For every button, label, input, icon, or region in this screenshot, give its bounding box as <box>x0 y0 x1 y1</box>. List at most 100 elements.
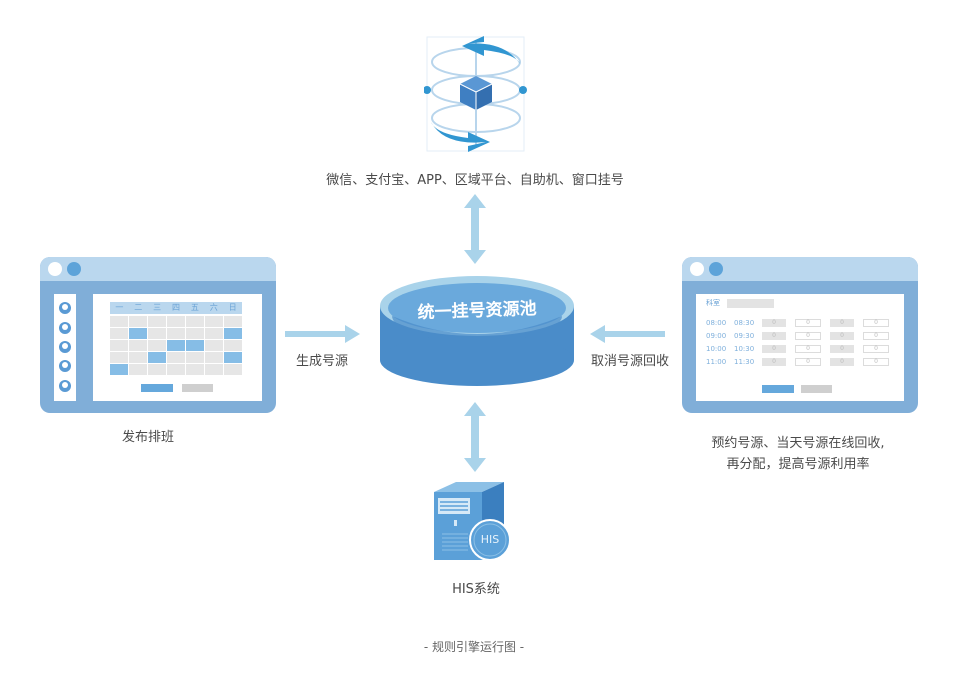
weekday: 二 <box>134 303 143 312</box>
slot-count-field: 0 <box>863 332 889 340</box>
top-node-label: 微信、支付宝、APP、区域平台、自助机、窗口挂号 <box>326 173 624 188</box>
slot-count-field: 0 <box>830 345 854 353</box>
weekday: 三 <box>153 303 162 312</box>
schedule-cell <box>148 340 166 351</box>
schedule-cell <box>205 340 223 351</box>
schedule-cell <box>110 316 128 327</box>
schedule-cell <box>129 340 147 351</box>
slot-count-field: 0 <box>795 358 821 366</box>
slot-end-time: 09:30 <box>734 332 755 340</box>
rotating-cube-icon <box>423 34 528 154</box>
schedule-cell <box>186 364 204 375</box>
slot-start-time: 09:00 <box>706 332 727 340</box>
bottom-node-label: HIS系统 <box>452 582 500 597</box>
slot-end-time: 08:30 <box>734 319 755 327</box>
schedule-cell-active <box>129 328 147 339</box>
slot-count-field: 0 <box>830 319 854 327</box>
his-badge: HIS <box>480 533 500 546</box>
schedule-cell <box>167 352 185 363</box>
slot-count-field: 0 <box>795 332 821 340</box>
schedule-cell-active <box>148 352 166 363</box>
weekday-header: 一 二 三 四 五 六 日 <box>110 302 242 314</box>
schedule-cell <box>205 352 223 363</box>
schedule-cell <box>224 340 242 351</box>
left-node-label: 发布排班 <box>121 430 175 445</box>
confirm-button-shape <box>141 384 173 392</box>
doctor-list <box>54 294 76 401</box>
confirm-button-shape <box>762 385 794 393</box>
schedule-cell <box>110 328 128 339</box>
schedule-window-icon: 一 二 三 四 五 六 日 <box>40 257 276 413</box>
schedule-cell <box>129 352 147 363</box>
double-arrow-top <box>464 194 486 264</box>
schedule-cell <box>148 364 166 375</box>
schedule-cell <box>186 352 204 363</box>
slot-count-field: 0 <box>795 319 821 327</box>
schedule-cell <box>205 328 223 339</box>
weekday: 四 <box>172 303 180 312</box>
person-icon <box>59 341 71 353</box>
schedule-cell <box>205 316 223 327</box>
schedule-cell-active <box>110 364 128 375</box>
server-icon: HIS <box>428 480 518 565</box>
schedule-cell <box>205 364 223 375</box>
edge-label-recycle: 取消号源回收 <box>590 354 670 369</box>
edge-label-generate: 生成号源 <box>295 354 349 369</box>
center-node-label: 统一挂号资源池 <box>417 298 537 324</box>
cancel-button-shape <box>801 385 832 393</box>
person-icon <box>59 322 71 334</box>
person-icon <box>59 302 71 314</box>
arrow-right-to-center <box>590 325 665 343</box>
right-node-label-line1: 预约号源、当天号源在线回收, <box>711 436 885 451</box>
schedule-grid <box>110 316 242 375</box>
schedule-cell <box>148 316 166 327</box>
dept-label: 科室 <box>706 299 720 307</box>
schedule-cell-active <box>224 352 242 363</box>
schedule-cell <box>129 316 147 327</box>
slot-count-field: 0 <box>762 319 786 327</box>
schedule-cell <box>167 316 185 327</box>
slot-row: 11:00 11:30 0 0 0 0 <box>706 357 898 367</box>
schedule-cell <box>186 316 204 327</box>
schedule-cell-active <box>224 328 242 339</box>
double-arrow-bottom <box>464 402 486 472</box>
weekday: 六 <box>209 303 218 312</box>
slot-count-field: 0 <box>830 358 854 366</box>
dept-select-shape <box>727 299 774 308</box>
slot-end-time: 10:30 <box>734 345 755 353</box>
schedule-cell <box>167 328 185 339</box>
schedule-cell-active <box>186 340 204 351</box>
cancel-button-shape <box>182 384 213 392</box>
arrow-left-to-center <box>285 325 360 343</box>
slot-row: 08:00 08:30 0 0 0 0 <box>706 318 898 328</box>
schedule-cell <box>110 340 128 351</box>
slot-count-field: 0 <box>762 345 786 353</box>
slot-count-field: 0 <box>863 319 889 327</box>
slot-count-field: 0 <box>795 345 821 353</box>
slot-start-time: 11:00 <box>706 358 727 366</box>
slot-count-field: 0 <box>863 358 889 366</box>
slot-count-field: 0 <box>830 332 854 340</box>
slot-end-time: 11:30 <box>734 358 755 366</box>
slot-row: 10:00 10:30 0 0 0 0 <box>706 344 898 354</box>
diagram-caption: - 规则引擎运行图 - <box>423 640 525 654</box>
schedule-cell <box>224 364 242 375</box>
slot-count-field: 0 <box>762 358 786 366</box>
person-icon <box>59 360 71 372</box>
slot-start-time: 10:00 <box>706 345 727 353</box>
weekday: 日 <box>228 303 237 312</box>
schedule-cell <box>148 328 166 339</box>
schedule-cell <box>110 352 128 363</box>
slot-start-time: 08:00 <box>706 319 727 327</box>
slot-recycle-window-icon: 科室 08:00 08:30 0 0 0 0 09:00 09:30 0 0 0 0 10:00 10:3… <box>682 257 918 413</box>
weekday: 五 <box>190 303 199 312</box>
right-node-label-line2: 再分配，提高号源利用率 <box>726 457 870 472</box>
schedule-cell <box>224 316 242 327</box>
schedule-cell-active <box>167 340 185 351</box>
schedule-cell <box>186 328 204 339</box>
pool-cylinder-icon <box>372 272 582 390</box>
schedule-cell <box>167 364 185 375</box>
schedule-cell <box>129 364 147 375</box>
slot-count-field: 0 <box>863 345 889 353</box>
